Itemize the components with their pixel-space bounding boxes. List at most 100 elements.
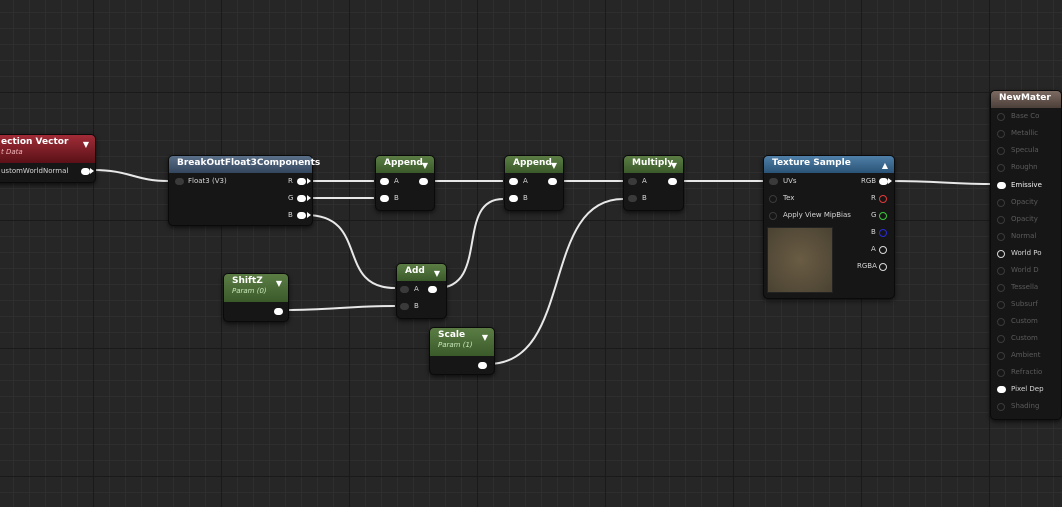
multiply-output-pin[interactable]	[668, 178, 677, 185]
texture-tex-pin[interactable]	[769, 195, 777, 203]
material-input-pin[interactable]	[997, 233, 1005, 241]
material-pin-label: Opacity	[1011, 215, 1038, 223]
add-output-pin[interactable]	[428, 286, 437, 293]
triangle-up-icon[interactable]: ▲	[881, 161, 888, 170]
material-emissive-pin[interactable]	[997, 182, 1006, 189]
append-1-output-pin[interactable]	[419, 178, 428, 185]
arrow-right-icon	[307, 212, 311, 218]
material-input-pin[interactable]	[997, 301, 1005, 309]
material-pin-label: Custom	[1011, 334, 1038, 342]
append-1-title: Append	[384, 158, 423, 168]
texture-rgb-pin[interactable]	[879, 178, 888, 185]
breakout-header[interactable]: BreakOutFloat3Components	[169, 156, 320, 173]
material-input-pin[interactable]	[997, 250, 1005, 258]
append-2-header[interactable]: Append ▼	[505, 156, 563, 173]
append-1-input-b-pin[interactable]	[380, 195, 389, 202]
camera-vector-output-label: ustomWorldNormal	[1, 167, 69, 175]
material-result-node[interactable]: NewMater Base Co Metallic Specula Roughn…	[990, 90, 1062, 420]
append-2-input-a-pin[interactable]	[509, 178, 518, 185]
camera-vector-output-pin[interactable]	[81, 168, 90, 175]
material-pin-label: Refractio	[1011, 368, 1043, 376]
material-input-pin[interactable]	[997, 130, 1005, 138]
material-input-pin[interactable]	[997, 113, 1005, 121]
material-input-pin[interactable]	[997, 164, 1005, 172]
add-input-a-pin[interactable]	[400, 286, 409, 293]
material-input-pin[interactable]	[997, 352, 1005, 360]
breakout-output-g-label: G	[288, 194, 294, 202]
triangle-down-icon[interactable]: ▼	[481, 333, 488, 342]
multiply-node[interactable]: Multiply ▼ A B	[623, 155, 684, 211]
scale-node[interactable]: Scale Param (1) ▼	[429, 327, 495, 375]
triangle-down-icon[interactable]: ▼	[421, 161, 428, 170]
texture-r-label: R	[871, 194, 876, 202]
shiftz-title: ShiftZ	[232, 276, 263, 286]
add-input-b-pin[interactable]	[400, 303, 409, 310]
breakout-node[interactable]: BreakOutFloat3Components Float3 (V3) R G…	[168, 155, 320, 226]
texture-mipbias-pin[interactable]	[769, 212, 777, 220]
multiply-header[interactable]: Multiply ▼	[624, 156, 683, 173]
texture-a-pin[interactable]	[879, 246, 887, 254]
append-1-header[interactable]: Append ▼	[376, 156, 434, 173]
breakout-output-g-pin[interactable]	[297, 195, 306, 202]
add-input-a-label: A	[414, 285, 419, 293]
arrow-right-icon	[307, 195, 311, 201]
material-input-pin[interactable]	[997, 318, 1005, 326]
camera-vector-header[interactable]: ection Vector t Data ▼	[0, 135, 95, 163]
breakout-output-r-label: R	[288, 177, 293, 185]
breakout-input-pin[interactable]	[175, 178, 184, 185]
multiply-input-b-pin[interactable]	[628, 195, 637, 202]
triangle-down-icon[interactable]: ▼	[550, 161, 557, 170]
material-input-pin[interactable]	[997, 386, 1006, 393]
material-input-pin[interactable]	[997, 284, 1005, 292]
triangle-down-icon[interactable]: ▼	[275, 279, 282, 288]
wire-b-to-add-a	[305, 214, 396, 289]
add-node[interactable]: Add ▼ A B	[396, 263, 447, 319]
append-node-1[interactable]: Append ▼ A B	[375, 155, 435, 211]
texture-sample-header[interactable]: Texture Sample ▲	[764, 156, 894, 173]
append-1-input-a-pin[interactable]	[380, 178, 389, 185]
add-title: Add	[405, 266, 425, 276]
material-input-pin[interactable]	[997, 335, 1005, 343]
breakout-output-r-pin[interactable]	[297, 178, 306, 185]
wire-normal-to-breakout	[92, 169, 169, 182]
triangle-down-icon[interactable]: ▼	[82, 140, 89, 149]
multiply-input-b-label: B	[642, 194, 647, 202]
scale-title: Scale	[438, 330, 466, 340]
texture-r-pin[interactable]	[879, 195, 887, 203]
material-input-pin[interactable]	[997, 216, 1005, 224]
material-pin-label: World Po	[1011, 249, 1042, 257]
add-header[interactable]: Add ▼	[397, 264, 446, 281]
material-result-header[interactable]: NewMater	[991, 91, 1061, 108]
scale-output-pin[interactable]	[478, 362, 487, 369]
texture-a-label: A	[871, 245, 876, 253]
material-pin-label: Custom	[1011, 317, 1038, 325]
material-input-pin[interactable]	[997, 147, 1005, 155]
texture-sample-node[interactable]: Texture Sample ▲ UVs Tex Apply View MipB…	[763, 155, 895, 299]
shiftz-output-pin[interactable]	[274, 308, 283, 315]
material-input-pin[interactable]	[997, 403, 1005, 411]
texture-b-pin[interactable]	[879, 229, 887, 237]
material-input-pin[interactable]	[997, 267, 1005, 275]
texture-g-pin[interactable]	[879, 212, 887, 220]
scale-header[interactable]: Scale Param (1) ▼	[430, 328, 494, 356]
texture-tex-label: Tex	[783, 194, 795, 202]
wire-scale-to-multiply-b	[487, 198, 624, 365]
material-input-pin[interactable]	[997, 199, 1005, 207]
material-input-pin[interactable]	[997, 369, 1005, 377]
camera-vector-node[interactable]: ection Vector t Data ▼ ustomWorldNormal	[0, 134, 96, 183]
texture-g-label: G	[871, 211, 877, 219]
append-node-2[interactable]: Append ▼ A B	[504, 155, 564, 211]
breakout-output-b-pin[interactable]	[297, 212, 306, 219]
texture-uvs-pin[interactable]	[769, 178, 778, 185]
shiftz-node[interactable]: ShiftZ Param (0) ▼	[223, 273, 289, 322]
append-2-output-pin[interactable]	[548, 178, 557, 185]
camera-vector-subtitle: t Data	[1, 148, 23, 156]
triangle-down-icon[interactable]: ▼	[670, 161, 677, 170]
texture-rgba-pin[interactable]	[879, 263, 887, 271]
material-pin-label: Shading	[1011, 402, 1040, 410]
material-pin-label: Emissive	[1011, 181, 1042, 189]
shiftz-header[interactable]: ShiftZ Param (0) ▼	[224, 274, 288, 302]
triangle-down-icon[interactable]: ▼	[433, 269, 440, 278]
append-2-input-b-pin[interactable]	[509, 195, 518, 202]
multiply-input-a-pin[interactable]	[628, 178, 637, 185]
